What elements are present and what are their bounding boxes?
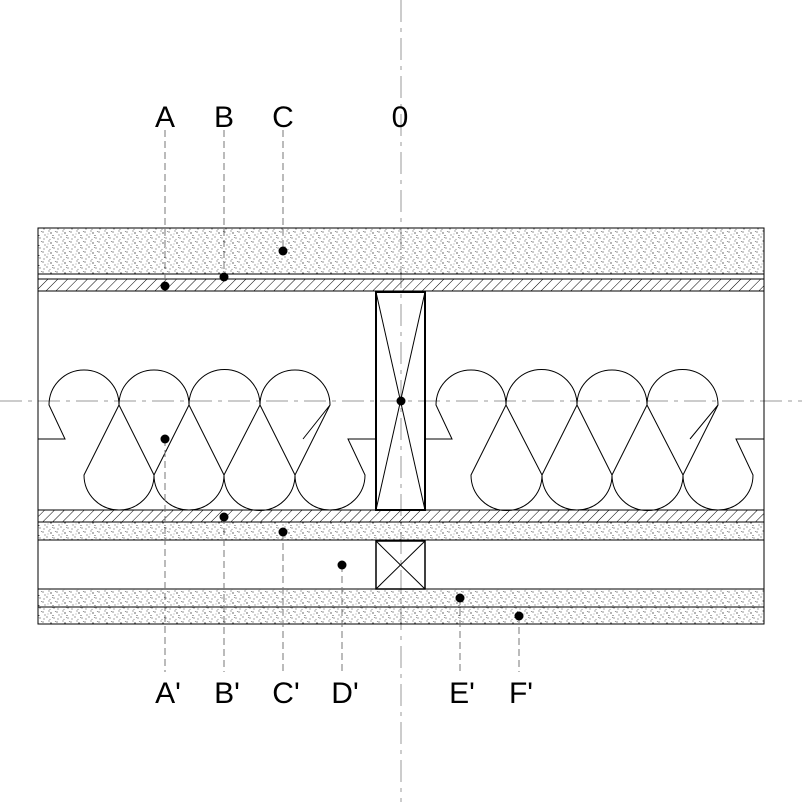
label-b-prime: B' [214, 677, 240, 710]
point-a [160, 281, 170, 291]
label-a: A [155, 101, 175, 134]
insulation-right [425, 369, 764, 511]
label-a-prime: A' [155, 677, 181, 710]
middle-hatched-layer [37, 509, 765, 523]
point-e-prime [455, 593, 465, 603]
point-b [219, 272, 229, 282]
point-c [278, 246, 288, 256]
label-0: 0 [392, 101, 409, 134]
bottom-board-layer-2 [37, 606, 765, 625]
point-f-prime [514, 611, 524, 621]
label-f-prime: F' [509, 677, 533, 710]
label-d-prime: D' [331, 677, 358, 710]
label-e-prime: E' [449, 677, 475, 710]
point-c-prime [278, 527, 288, 537]
point-b-prime [219, 512, 229, 522]
point-0 [396, 396, 406, 406]
top-hatched-layer [37, 278, 765, 292]
point-d-prime [337, 560, 347, 570]
insulation-left [38, 369, 376, 511]
middle-board-layer [37, 521, 765, 541]
batten [375, 540, 426, 590]
label-b: B [214, 101, 234, 134]
point-a-prime [160, 434, 170, 444]
label-c-prime: C' [272, 677, 299, 710]
label-c: C [272, 101, 294, 134]
top-board-layer [37, 227, 765, 275]
bottom-board-layer-1 [37, 588, 765, 608]
